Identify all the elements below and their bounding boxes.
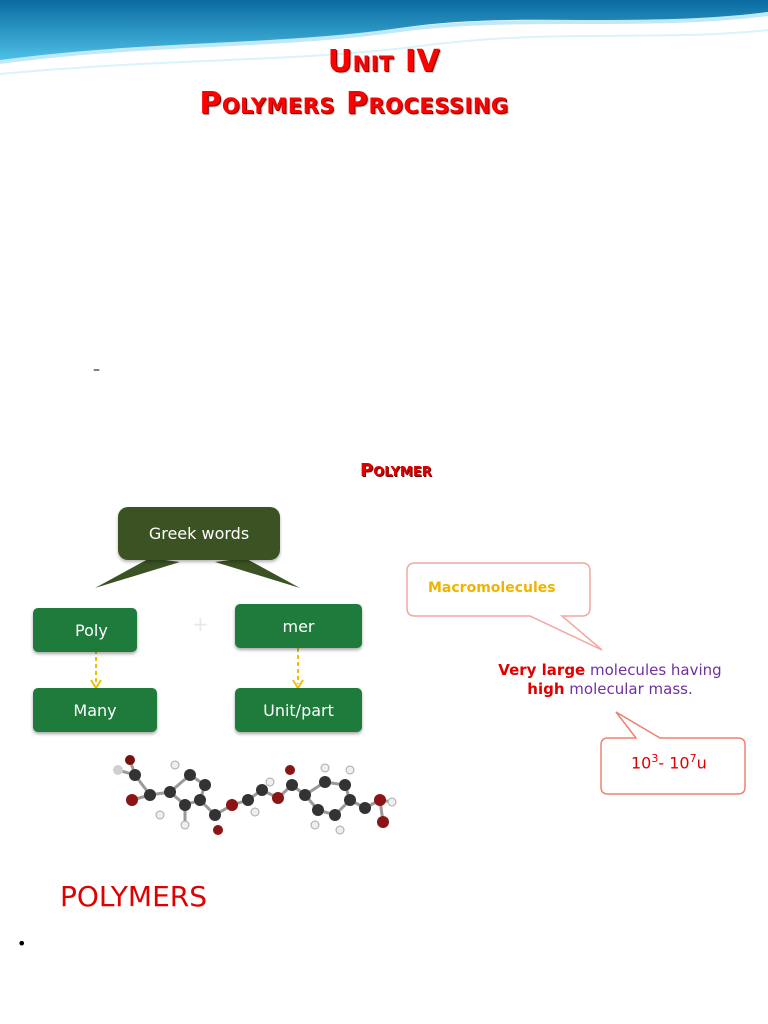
description-text: Very large molecules having high molecul… [440, 661, 768, 699]
range-base-a: 10 [631, 753, 652, 773]
desc-bold-high: high [527, 680, 565, 698]
plus-sign: + [192, 612, 209, 636]
unit-title: Unit IV [327, 44, 441, 79]
many-box: Many [33, 688, 157, 732]
mer-box: mer [235, 604, 362, 648]
dash-mark: – [93, 362, 100, 378]
desc-text-1: molecules having [585, 661, 722, 679]
header-wave [0, 0, 768, 75]
range-dash: - [658, 753, 670, 773]
desc-text-2: molecular mass. [564, 680, 693, 698]
range-exp-b: 7 [689, 752, 697, 765]
diagram-heading: Polymer [360, 460, 432, 481]
page-title: Polymers Processing [199, 86, 509, 121]
poly-box: Poly [33, 608, 137, 652]
range-exp-a: 3 [651, 752, 659, 765]
unit-part-box: Unit/part [235, 688, 362, 732]
range-unit: u [696, 753, 707, 773]
mass-range-callout: 103- 107u [631, 752, 707, 772]
section-heading: POLYMERS [60, 880, 207, 913]
range-base-b: 10 [669, 753, 690, 773]
molecule-image [113, 755, 397, 835]
bullet-point: • [17, 934, 27, 953]
macromolecules-callout: Macromolecules [428, 580, 556, 596]
greek-words-box: Greek words [118, 507, 280, 560]
desc-bold-very-large: Very large [498, 661, 586, 679]
